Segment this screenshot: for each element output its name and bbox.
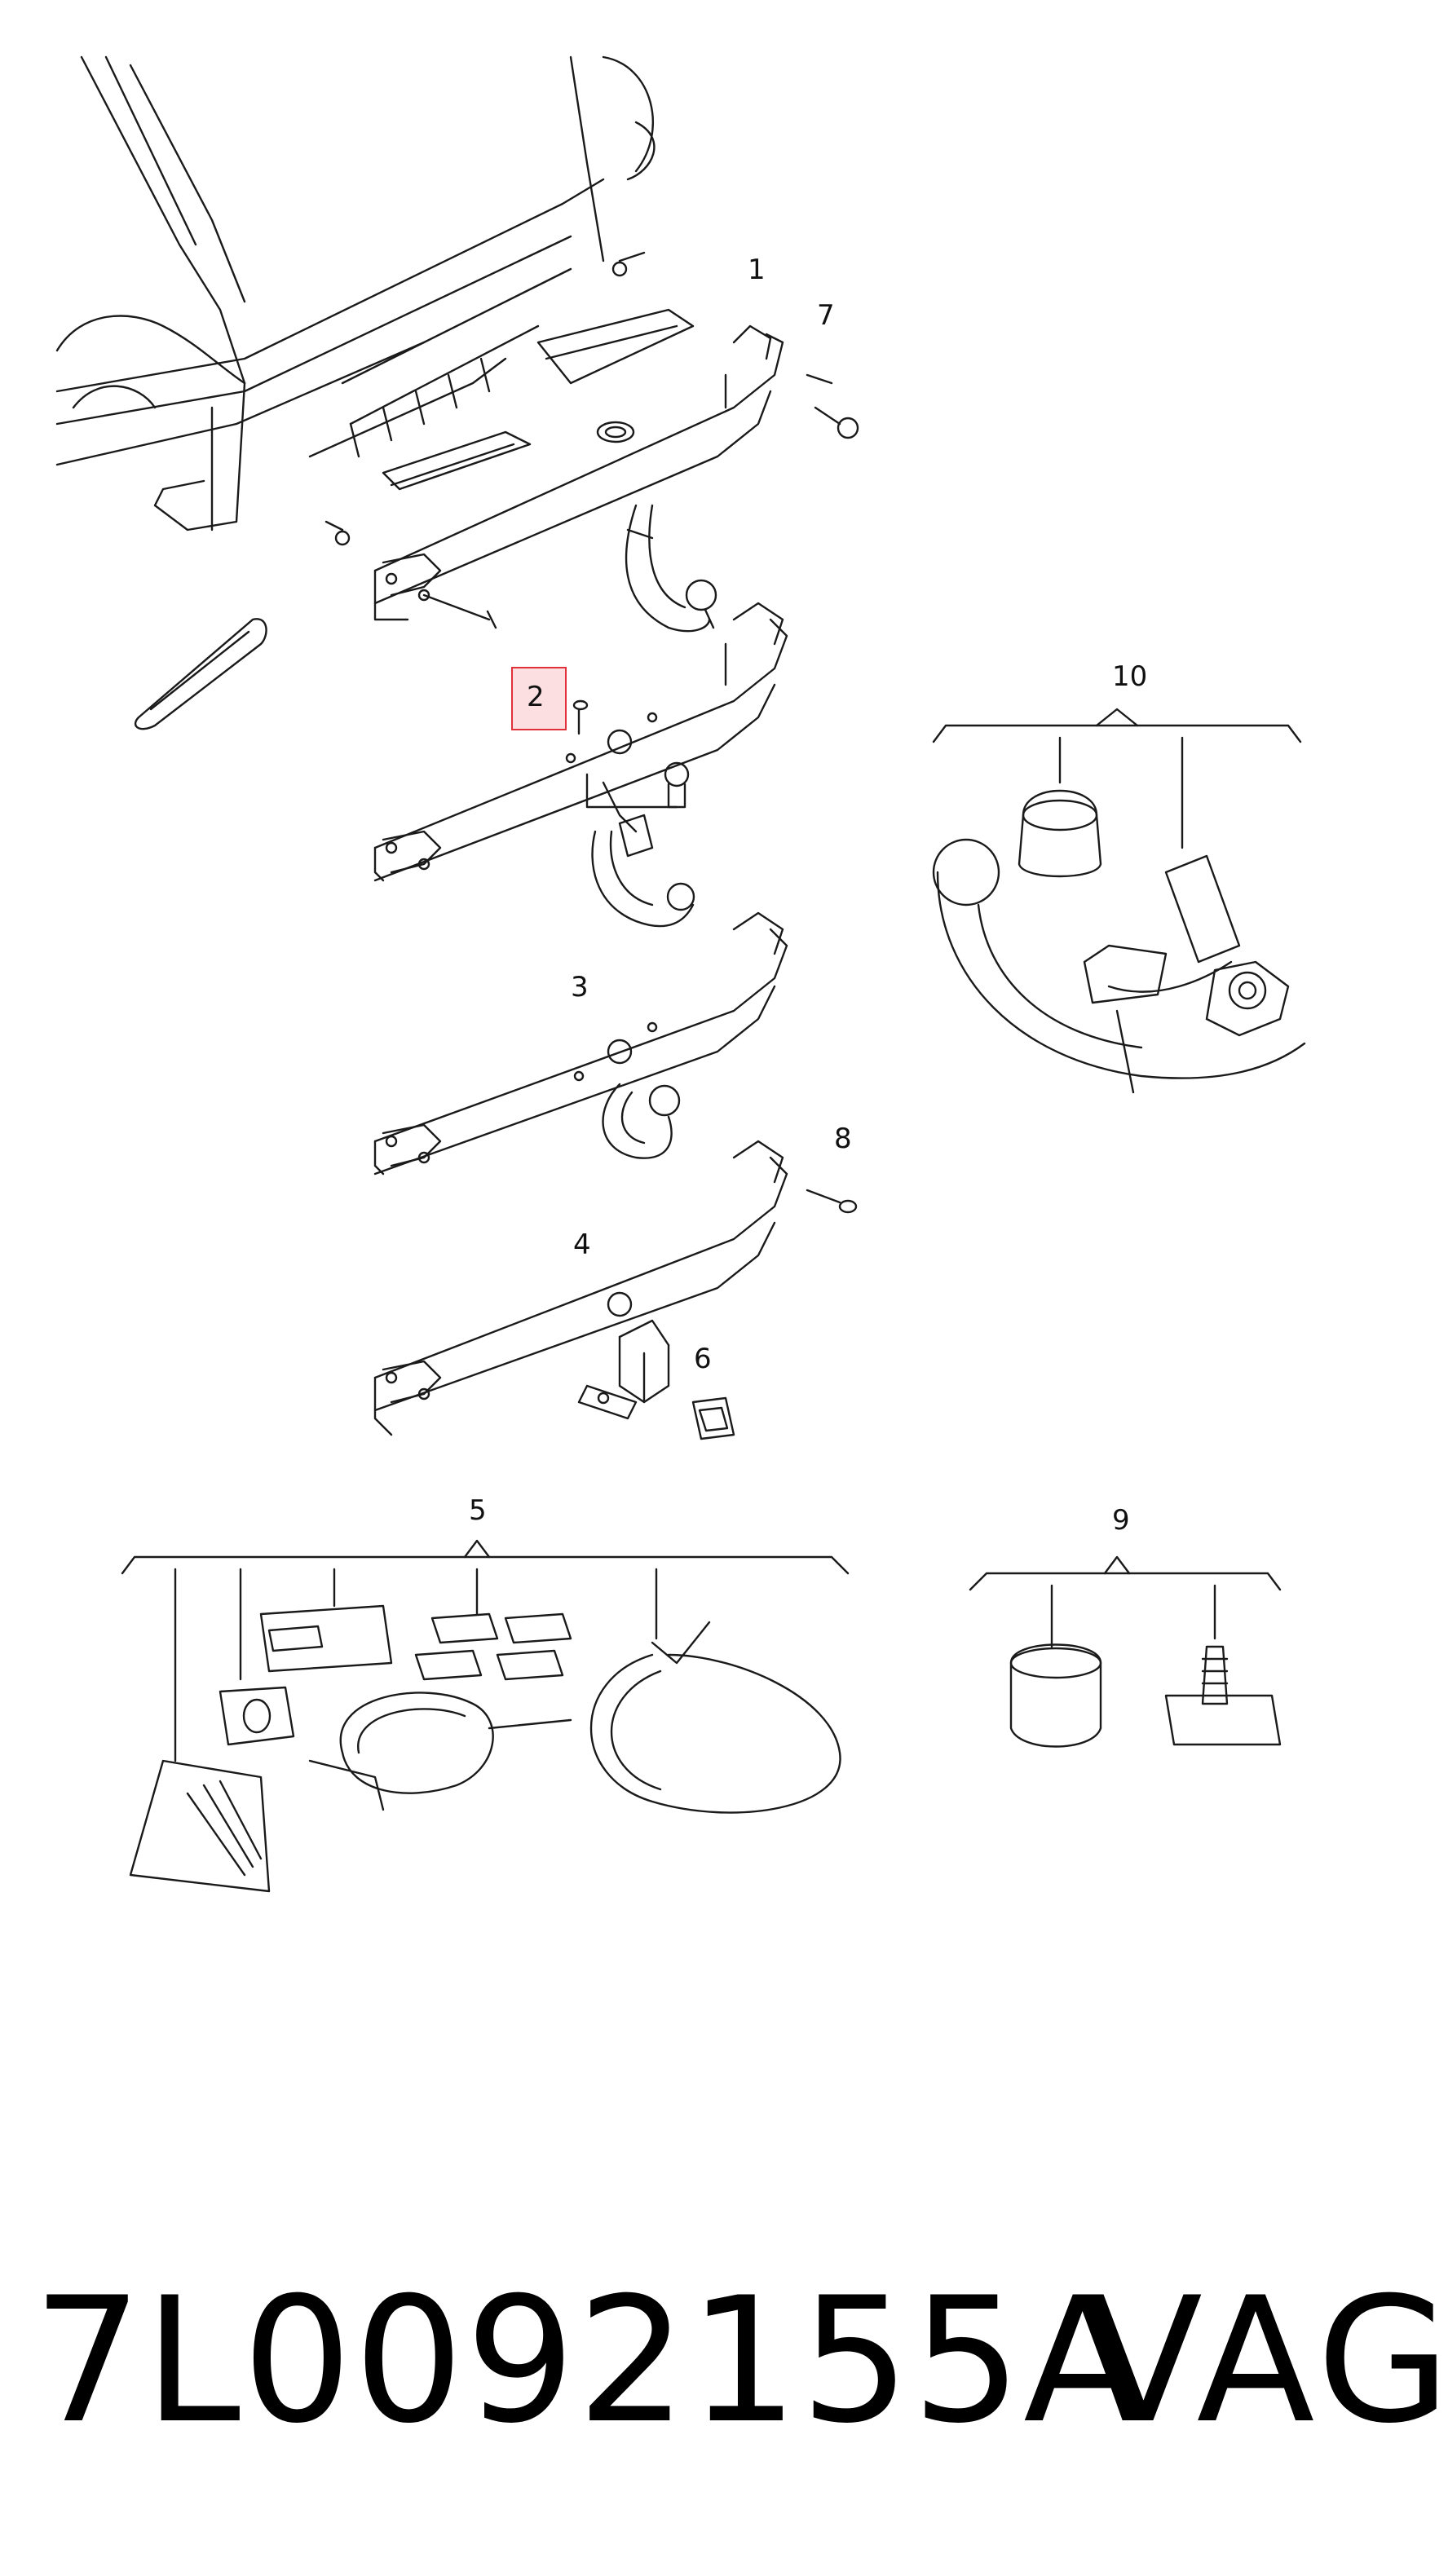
callout-7: 7 — [817, 299, 835, 332]
tow-bar-2 — [373, 602, 788, 928]
callout-2: 2 — [527, 681, 545, 713]
callout-10: 10 — [1112, 660, 1148, 693]
callout-1: 1 — [748, 254, 766, 286]
wiring-kit-5 — [121, 1539, 850, 1893]
callout-6: 6 — [694, 1343, 712, 1375]
callout-4: 4 — [573, 1228, 591, 1261]
callout-2-highlight — [511, 667, 567, 730]
exploded-parts-diagram — [55, 55, 1306, 1893]
vehicle-rear-body — [55, 55, 695, 546]
tow-bar-3 — [373, 911, 788, 1176]
license-light — [134, 618, 267, 730]
callout-5: 5 — [469, 1494, 487, 1527]
socket-set-9 — [969, 1555, 1282, 1748]
callout-3: 3 — [571, 971, 589, 1003]
tow-bar-4 — [373, 1140, 858, 1440]
part-number-label: 7L0092155A — [33, 2260, 1144, 2461]
callout-9: 9 — [1112, 1504, 1130, 1537]
ball-head-assembly-10 — [932, 708, 1306, 1094]
tow-bar-1 — [373, 324, 859, 633]
brand-label: VAG — [1084, 2260, 1448, 2461]
callout-8: 8 — [834, 1123, 852, 1155]
